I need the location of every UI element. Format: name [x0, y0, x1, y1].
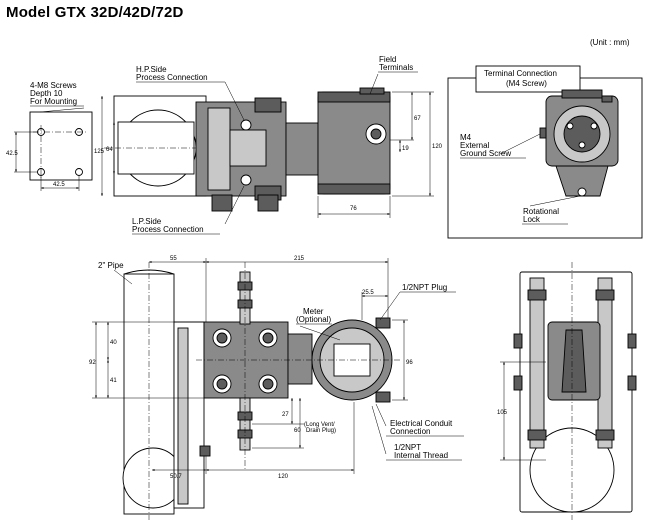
hp-side-label: H.P.Side [136, 65, 167, 74]
ground-screw-label: M4 [460, 133, 472, 142]
dim-67: 67 [414, 116, 421, 122]
mounting-screws-label: 4-M8 Screws [30, 81, 77, 90]
dim-42-5-v: 42.5 [6, 151, 18, 157]
dim-25-5: 25.5 [362, 290, 374, 296]
dim-120-h: 120 [278, 474, 289, 480]
lp-side-label: Process Connection [132, 225, 204, 234]
field-terminals-label: Field [379, 55, 396, 64]
dim-60: 60 [294, 428, 301, 434]
ground-screw-label: Ground Screw [460, 149, 511, 158]
rotational-lock-label: Rotational [523, 207, 559, 216]
terminal-detail-view [447, 65, 643, 239]
mounting-screws-label: Depth 10 [30, 89, 63, 98]
dim-40: 40 [110, 340, 117, 346]
lp-side-label: L.P.Side [132, 217, 162, 226]
field-terminals-label: Terminals [379, 63, 413, 72]
front-view [92, 258, 408, 520]
dim-64: 64 [106, 147, 113, 153]
vent-label: (Long Vent/ [304, 422, 335, 428]
dim-19: 19 [402, 146, 409, 152]
conduit-label: Connection [390, 427, 430, 436]
meter-label: Meter [303, 307, 324, 316]
vent-label: Drain Plug) [306, 428, 336, 434]
hp-side-label: Process Connection [136, 73, 208, 82]
unit-note: (Unit : mm) [590, 38, 630, 47]
conduit-label: Electrical Conduit [390, 419, 453, 428]
dim-27: 27 [282, 412, 289, 418]
dim-41: 41 [110, 378, 117, 384]
plug-label: 1/2NPT Plug [402, 283, 447, 292]
thread-label: Internal Thread [394, 451, 448, 460]
mounting-hole [75, 168, 83, 176]
dim-92: 92 [89, 360, 96, 366]
pipe-label: 2" Pipe [98, 261, 124, 270]
dim-42-5-h: 42.5 [53, 182, 65, 188]
page-title: Model GTX 32D/42D/72D [6, 4, 184, 21]
ground-screw-label: External [460, 141, 490, 150]
dim-105: 105 [497, 410, 508, 416]
meter-label: (Optional) [296, 315, 331, 324]
mounting-bracket-view [14, 107, 93, 191]
thread-label: 1/2NPT [394, 443, 421, 452]
dim-120-v: 120 [432, 144, 443, 150]
terminal-connection-tag [475, 65, 581, 93]
dim-125: 125 [94, 149, 105, 155]
dim-215: 215 [294, 256, 305, 262]
terminal-connection-label: (M4 Screw) [506, 79, 547, 88]
rotational-lock-label: Lock [523, 215, 541, 224]
dim-96: 96 [406, 360, 413, 366]
rear-view [500, 262, 637, 520]
dim-55: 55 [170, 256, 177, 262]
top-side-view [101, 73, 434, 225]
dim-50-7: 50.7 [170, 474, 182, 480]
dim-76: 76 [350, 206, 357, 212]
terminal-connection-label: Terminal Connection [484, 69, 557, 78]
mounting-screws-label: For Mounting [30, 97, 77, 106]
